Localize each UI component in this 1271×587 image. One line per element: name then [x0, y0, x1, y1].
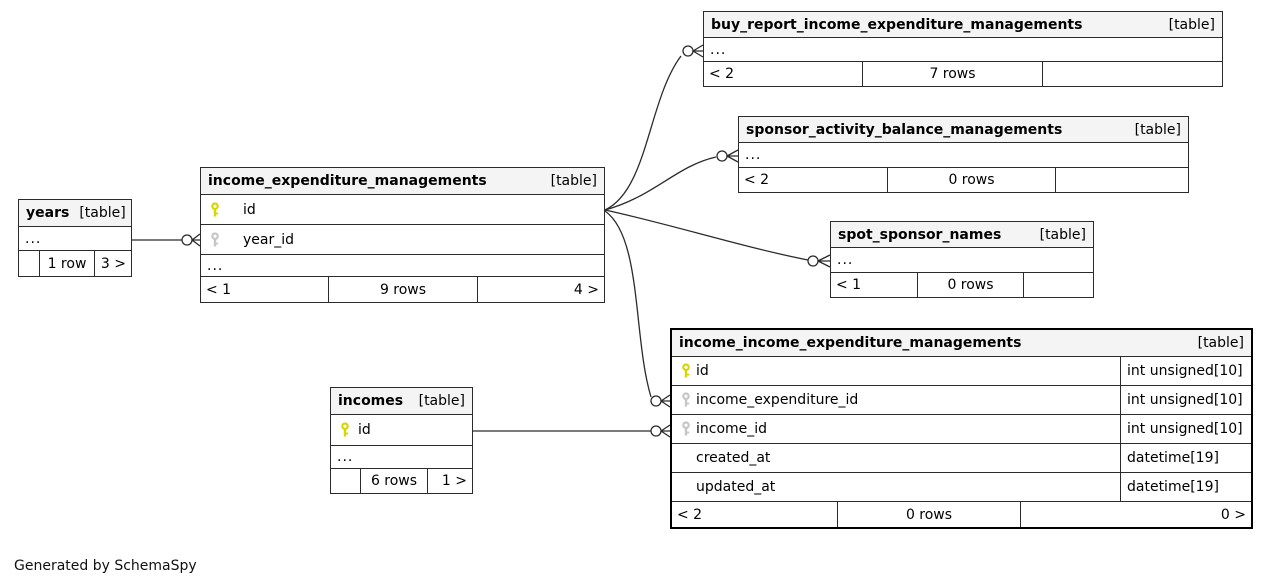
table-badge: [table] — [1134, 121, 1181, 138]
table-badge: [table] — [1039, 226, 1086, 243]
edge-years-to-iem — [132, 233, 201, 247]
column-name: id — [696, 363, 709, 379]
column-row-income-expenditure-id: income_expenditure_id int unsigned[10] — [672, 386, 1251, 415]
foreign-key-icon — [680, 392, 692, 408]
table-header: income_income_expenditure_managements [t… — [672, 330, 1251, 357]
ellipsis-row: ... — [739, 143, 1188, 168]
footer-rowcount: 6 rows — [360, 469, 427, 493]
table-buy-report-income-expenditure-managements[interactable]: buy_report_income_expenditure_management… — [703, 11, 1223, 87]
table-badge: [table] — [1197, 335, 1244, 351]
column-name: income_expenditure_id — [696, 392, 859, 408]
table-badge: [table] — [1168, 16, 1215, 33]
table-name[interactable]: income_expenditure_managements — [208, 173, 487, 189]
footer-rowcount: 0 rows — [837, 502, 1020, 527]
table-name[interactable]: buy_report_income_expenditure_management… — [711, 16, 1083, 33]
footer-parents: < 2 — [744, 172, 770, 188]
footer-parents: < 1 — [836, 277, 862, 293]
footer-parents: < 2 — [677, 506, 703, 523]
footer-children: 3 > — [94, 251, 131, 276]
table-income-expenditure-managements[interactable]: income_expenditure_managements [table] i… — [200, 167, 605, 303]
ellipsis-row: ... — [831, 248, 1093, 273]
column-name: created_at — [696, 450, 771, 466]
table-badge: [table] — [550, 173, 597, 189]
footer-children: 0 > — [1020, 502, 1251, 527]
table-footer: < 1 9 rows 4 > — [201, 277, 604, 302]
column-name: year_id — [243, 231, 295, 248]
column-name: id — [358, 422, 371, 438]
schemaspy-credit: Generated by SchemaSpy — [14, 558, 197, 574]
column-row-created-at: created_at datetime[19] — [672, 444, 1251, 473]
column-type: int unsigned[10] — [1120, 415, 1251, 443]
column-row-id: id int unsigned[10] — [672, 357, 1251, 386]
foreign-key-icon — [680, 421, 692, 437]
table-footer: < 1 0 rows — [831, 273, 1093, 297]
table-name[interactable]: income_income_expenditure_managements — [679, 335, 1022, 351]
footer-children: 1 > — [427, 469, 472, 493]
table-incomes[interactable]: incomes [table] id ... 6 rows 1 > — [330, 387, 473, 494]
footer-rowcount: 7 rows — [862, 62, 1042, 86]
table-footer: < 2 7 rows — [704, 62, 1222, 86]
edge-iem-to-income-income — [604, 210, 671, 408]
no-key-spacer — [680, 450, 692, 466]
edge-incomes-to-income-income — [473, 424, 671, 438]
table-header: sponsor_activity_balance_managements [ta… — [739, 117, 1188, 143]
footer-children — [1023, 273, 1093, 297]
edge-iem-to-spot-sponsor — [604, 209, 831, 268]
column-row-updated-at: updated_at datetime[19] — [672, 473, 1251, 502]
table-footer: 6 rows 1 > — [331, 469, 472, 493]
primary-key-icon — [680, 363, 692, 379]
column-type: int unsigned[10] — [1120, 386, 1251, 414]
foreign-key-icon — [209, 231, 221, 248]
ellipsis-row: ... — [704, 38, 1222, 62]
table-income-income-expenditure-managements[interactable]: income_income_expenditure_managements [t… — [670, 328, 1253, 529]
primary-key-icon — [209, 201, 221, 218]
table-header: years [table] — [19, 200, 131, 227]
column-row-id: id — [331, 415, 472, 446]
column-type: datetime[19] — [1120, 444, 1251, 472]
footer-rowcount: 0 rows — [917, 273, 1023, 297]
ellipsis-row: ... — [201, 255, 604, 277]
footer-rowcount: 9 rows — [328, 277, 477, 302]
footer-parents — [331, 469, 360, 493]
footer-rowcount: 0 rows — [887, 168, 1055, 192]
column-row-id: id — [201, 195, 604, 225]
ellipsis-row: ... — [331, 446, 472, 469]
table-sponsor-activity-balance-managements[interactable]: sponsor_activity_balance_managements [ta… — [738, 116, 1189, 193]
table-badge: [table] — [418, 393, 465, 409]
table-name[interactable]: spot_sponsor_names — [838, 226, 1002, 243]
column-row-income-id: income_id int unsigned[10] — [672, 415, 1251, 444]
table-years[interactable]: years [table] ... 1 row 3 > — [18, 199, 132, 277]
table-footer: < 2 0 rows 0 > — [672, 502, 1251, 527]
table-name[interactable]: years — [26, 205, 70, 221]
column-row-year-id: year_id — [201, 225, 604, 255]
no-key-spacer — [680, 479, 692, 495]
table-header: spot_sponsor_names [table] — [831, 222, 1093, 248]
edge-iem-to-sponsor-activity — [604, 149, 739, 211]
primary-key-icon — [339, 422, 351, 438]
footer-parents: < 1 — [206, 281, 232, 298]
edge-iem-to-buy-report — [604, 44, 704, 211]
ellipsis-row: ... — [19, 227, 131, 251]
column-name: id — [243, 201, 256, 218]
table-footer: 1 row 3 > — [19, 251, 131, 276]
table-name[interactable]: incomes — [338, 393, 404, 409]
table-name[interactable]: sponsor_activity_balance_managements — [746, 121, 1063, 138]
column-name: income_id — [696, 421, 768, 437]
table-badge: [table] — [79, 205, 126, 221]
footer-parents: < 2 — [709, 66, 735, 82]
table-header: income_expenditure_managements [table] — [201, 168, 604, 195]
footer-children: 4 > — [477, 277, 604, 302]
footer-parents — [19, 251, 39, 276]
footer-rowcount: 1 row — [39, 251, 94, 276]
table-spot-sponsor-names[interactable]: spot_sponsor_names [table] ... < 1 0 row… — [830, 221, 1094, 298]
footer-children — [1042, 62, 1222, 86]
table-header: incomes [table] — [331, 388, 472, 415]
footer-children — [1055, 168, 1188, 192]
column-name: updated_at — [696, 479, 776, 495]
table-header: buy_report_income_expenditure_management… — [704, 12, 1222, 38]
column-type: int unsigned[10] — [1120, 357, 1251, 385]
column-type: datetime[19] — [1120, 473, 1251, 501]
table-footer: < 2 0 rows — [739, 168, 1188, 192]
